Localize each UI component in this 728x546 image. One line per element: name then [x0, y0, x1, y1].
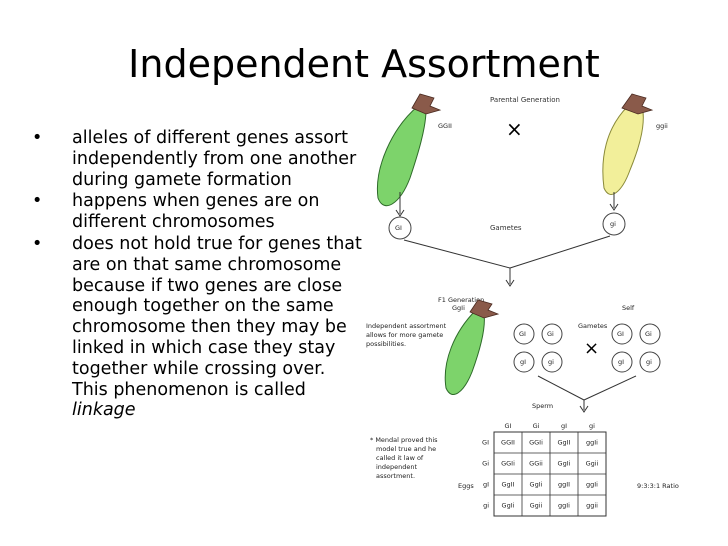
- parent-pod-right-icon: [602, 93, 654, 195]
- punnett-col-header: GI: [505, 422, 512, 430]
- bullet-item: • happens when genes are on different ch…: [32, 191, 362, 233]
- bullet-text: alleles of different genes assort indepe…: [72, 128, 357, 190]
- bullet-marker: •: [32, 191, 43, 212]
- dihybrid-cross-diagram: Parental Generation GGII × ggii GI Gamet…: [366, 93, 679, 517]
- f1-gamete: gi: [548, 358, 554, 366]
- parent-left-genotype: GGII: [438, 122, 452, 130]
- gamete-left: GI: [395, 224, 402, 232]
- mendel-note-line: called it law of: [376, 454, 424, 462]
- bullet-emphasis: linkage: [72, 400, 136, 421]
- bullet-list: • alleles of different genes assort inde…: [32, 128, 362, 422]
- bullet-text: does not hold true for genes that are on…: [72, 233, 362, 400]
- mendel-note-line: assortment.: [376, 472, 415, 480]
- f1-gamete: Gi: [645, 330, 652, 338]
- parent-pod-left-icon: [376, 93, 442, 207]
- punnett-row-header: Gi: [482, 460, 489, 468]
- note-line: allows for more gamete: [366, 331, 443, 339]
- f1-gamete: gI: [520, 358, 526, 366]
- punnett-cell: Ggii: [530, 502, 543, 510]
- gamete-right: gi: [610, 220, 616, 228]
- note-line: possibilities.: [366, 340, 406, 348]
- punnett-cell: GgII: [502, 481, 515, 489]
- punnett-cell: ggIi: [558, 502, 570, 510]
- f1-gamete: gI: [618, 358, 624, 366]
- slide-title: Independent Assortment: [128, 42, 600, 86]
- parent-right-genotype: ggii: [656, 122, 668, 130]
- punnett-cell: GGIi: [501, 460, 515, 468]
- punnett-col-header: gi: [589, 422, 595, 430]
- punnett-cell: ggii: [586, 502, 598, 510]
- punnett-cell: GgIi: [530, 481, 543, 489]
- eggs-label: Eggs: [458, 482, 474, 490]
- bullet-text: happens when genes are on different chro…: [72, 191, 320, 233]
- f1-gamete: GI: [617, 330, 624, 338]
- sperm-label: Sperm: [532, 402, 553, 410]
- punnett-cell: GgIi: [502, 502, 515, 510]
- punnett-cell: ggIi: [586, 481, 598, 489]
- punnett-cell: ggIi: [586, 439, 598, 447]
- parental-generation-label: Parental Generation: [490, 96, 560, 104]
- self-label: Self: [622, 304, 635, 312]
- cross-symbol-f1: ×: [584, 338, 599, 359]
- f1-genotype: GgIi: [452, 304, 465, 312]
- mendel-note-line: model true and he: [376, 445, 436, 453]
- bullet-marker: •: [32, 233, 43, 254]
- f1-gamete: Gi: [547, 330, 554, 338]
- f1-gamete: GI: [519, 330, 526, 338]
- f1-generation-label: F1 Generation: [438, 296, 484, 304]
- punnett-cell: GGII: [501, 439, 515, 447]
- punnett-cell: GGii: [529, 460, 543, 468]
- punnett-cell: GGIi: [529, 439, 543, 447]
- mendel-note-line: * Mendal proved this: [370, 436, 438, 444]
- f1-pod-icon: [444, 299, 500, 395]
- punnett-cell: Ggii: [586, 460, 599, 468]
- f1-gamete: gi: [646, 358, 652, 366]
- punnett-row-header: gI: [483, 481, 489, 489]
- ratio-label: 9:3:3:1 Ratio: [637, 482, 679, 490]
- f1-gametes-label: Gametes: [578, 322, 608, 330]
- punnett-row-header: GI: [482, 439, 489, 447]
- punnett-row-header: gi: [483, 502, 489, 510]
- note-line: Independent assortment: [366, 322, 447, 330]
- bullet-marker: •: [32, 128, 43, 148]
- bullet-item: • alleles of different genes assort inde…: [32, 128, 362, 190]
- mendel-note-line: independent: [376, 463, 418, 471]
- gametes-label: Gametes: [490, 224, 522, 232]
- punnett-cell: ggII: [558, 481, 570, 489]
- punnett-col-header: gI: [561, 422, 567, 430]
- punnett-col-header: Gi: [533, 422, 540, 430]
- cross-symbol: ×: [506, 117, 523, 141]
- punnett-cell: GgII: [558, 439, 571, 447]
- bullet-item: • does not hold true for genes that are …: [32, 234, 362, 421]
- punnett-cell: GgIi: [558, 460, 571, 468]
